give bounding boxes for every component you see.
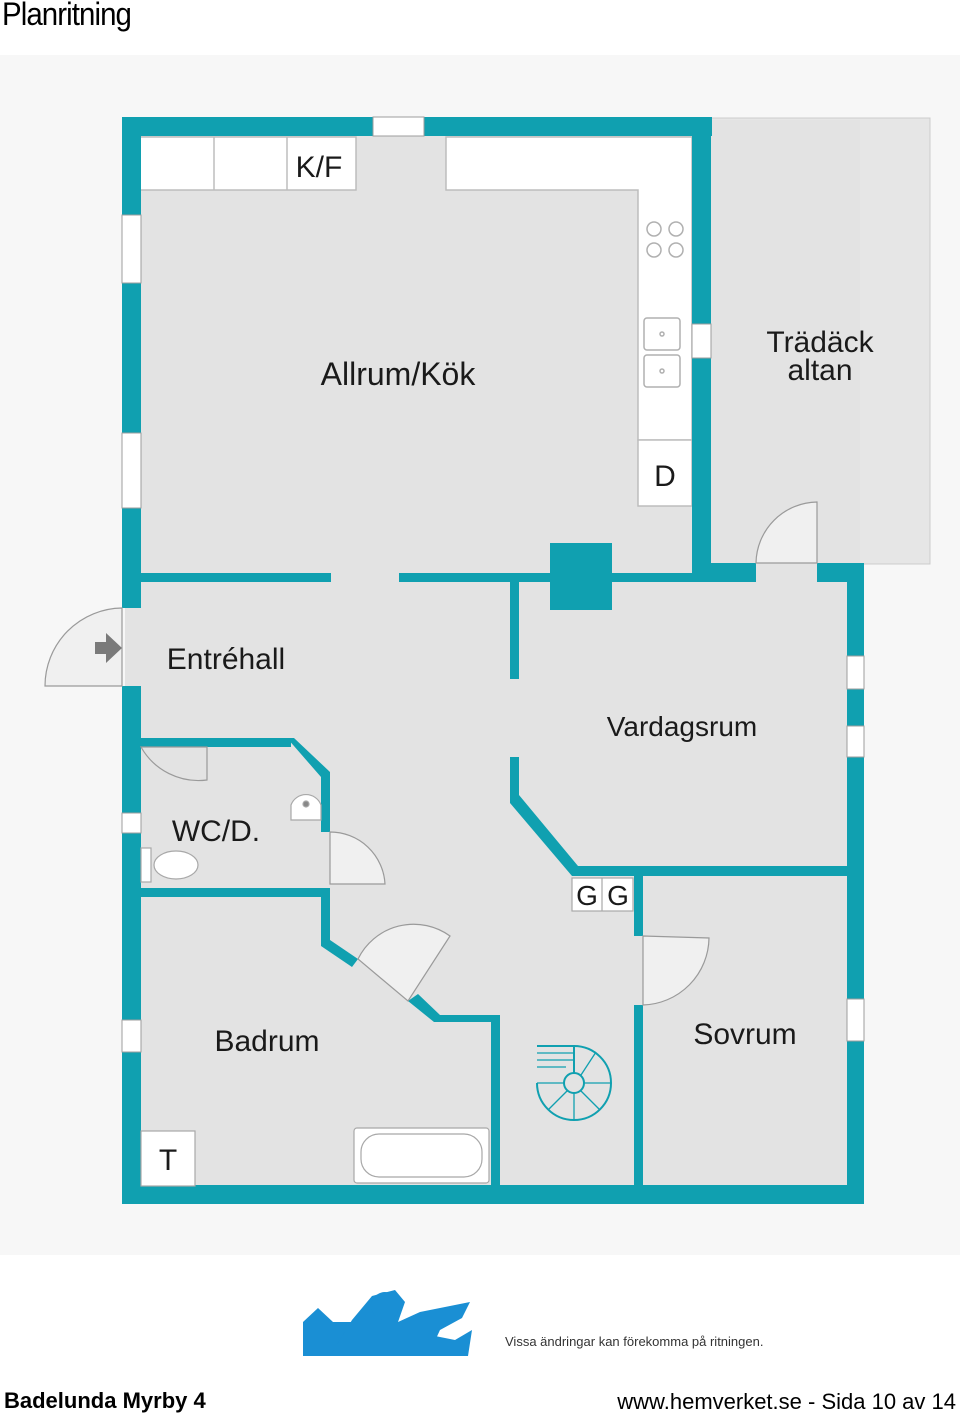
stove-icon [646, 221, 684, 258]
label-entrehall: Entréhall [167, 643, 285, 676]
spiral-stair-icon [536, 1045, 612, 1121]
windows [121, 116, 865, 1053]
arrow-right-icon [95, 633, 122, 663]
label-g-right: G [607, 880, 629, 911]
label-badrum: Badrum [214, 1025, 319, 1058]
sink-icon [643, 317, 681, 388]
fixtures [140, 793, 634, 1187]
winged-lion-logo [303, 1290, 472, 1356]
doors [44, 501, 818, 1006]
label-vardagsrum: Vardagsrum [607, 711, 757, 742]
site-page-info: www.hemverket.se - Sida 10 av 14 [617, 1389, 956, 1414]
disclaimer-text: Vissa ändringar kan förekomma på ritning… [505, 1334, 764, 1349]
label-sovrum: Sovrum [693, 1018, 796, 1051]
walls [122, 117, 864, 1204]
label-g-left: G [576, 880, 598, 911]
label-altan: altan [787, 354, 852, 387]
property-name: Badelunda Myrby 4 [4, 1388, 206, 1413]
kitchen-counters [139, 136, 693, 507]
label-tradack: Trädäck [766, 326, 874, 359]
label-d: D [654, 460, 676, 493]
label-wc: WC/D. [172, 815, 260, 848]
label-kf: K/F [296, 151, 343, 184]
page-title: Planritning [2, 0, 132, 32]
label-allrum-kok: Allrum/Kök [321, 356, 477, 392]
label-t: T [159, 1144, 177, 1177]
